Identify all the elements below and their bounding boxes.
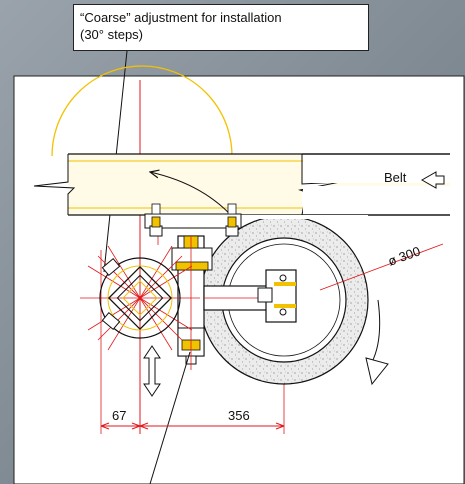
wheel-rotation-arrow bbox=[365, 299, 389, 386]
belt-direction-arrow bbox=[420, 171, 445, 189]
bottom-leader bbox=[149, 351, 191, 484]
support-post bbox=[171, 235, 213, 370]
adjustment-callout: “Coarse” adjustment for installation (30… bbox=[73, 4, 369, 51]
belt-label: Belt bbox=[384, 170, 407, 185]
callout-line-2: (30° steps) bbox=[80, 27, 144, 42]
wheel-arm bbox=[203, 269, 297, 323]
dimension-right-value: 356 bbox=[228, 408, 250, 423]
square-clamp bbox=[80, 238, 200, 358]
diameter-leader bbox=[319, 243, 444, 291]
dimension-left-value: 67 bbox=[112, 408, 126, 423]
mounting-bracket bbox=[144, 203, 242, 237]
swing-range-arc bbox=[51, 65, 233, 157]
callout-line-1: “Coarse” adjustment for installation bbox=[80, 10, 282, 25]
belt bbox=[33, 153, 450, 216]
height-adjust-arrow bbox=[143, 345, 161, 397]
dimension-lines bbox=[100, 422, 285, 430]
